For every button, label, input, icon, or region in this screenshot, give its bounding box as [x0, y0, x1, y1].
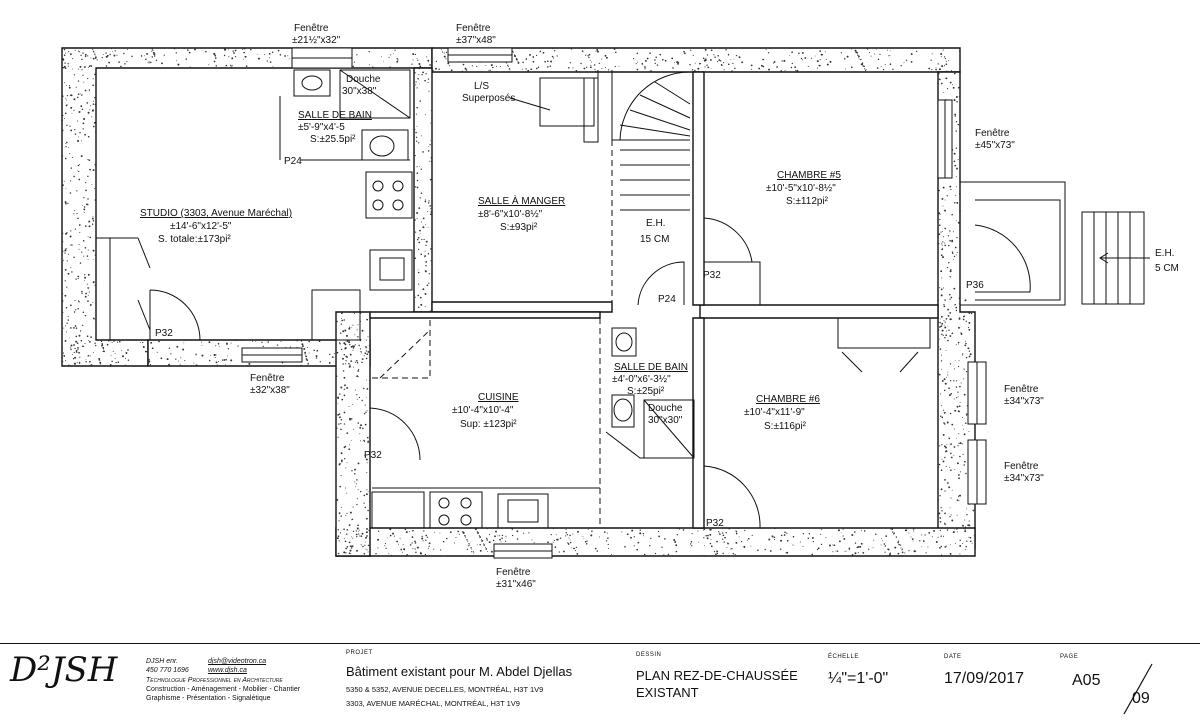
- door-tag-p24-b: P24: [658, 294, 676, 305]
- window-6-label: Fenêtre: [1004, 461, 1039, 472]
- eh2-label: E.H.: [1155, 248, 1174, 259]
- eh2-value: 5 CM: [1155, 263, 1179, 274]
- window-3-label: Fenêtre: [975, 128, 1010, 139]
- projet-title: Bâtiment existant pour M. Abdel Djellas: [346, 664, 573, 679]
- projet-header: PROJET: [346, 650, 373, 656]
- sdb2-name: SALLE DE BAIN: [614, 362, 688, 373]
- douche1-dims: 30"x38": [342, 86, 377, 97]
- page-number: A05: [1072, 672, 1101, 689]
- door-p24-hall: [637, 261, 685, 306]
- salle-manger-dims: ±8'-6"x10'-8½": [478, 209, 543, 220]
- dessin-line-1: PLAN REZ-DE-CHAUSSÉE: [636, 668, 798, 683]
- douche2-name: Douche: [648, 403, 683, 414]
- door-p32-cuisine: [369, 407, 421, 461]
- window-3-size: ±45"x73": [975, 140, 1015, 151]
- firm-services-1: Construction - Aménagement - Mobilier - …: [146, 686, 301, 693]
- title-block: D²JSH DJSH enr. 450 770 1696 djsh@videot…: [0, 643, 1200, 720]
- page-slash: [1123, 663, 1153, 715]
- staircase: [583, 70, 691, 211]
- wall-texture: [61, 47, 976, 557]
- window-6-size: ±34"x73": [1004, 473, 1044, 484]
- window-2-label: Fenêtre: [456, 23, 491, 34]
- echelle-value: ¼"=1'-0": [828, 670, 889, 687]
- door-tag-p32-b: P32: [703, 270, 721, 281]
- window-1-size: ±21½"x32": [292, 35, 341, 46]
- cuisine-dims: ±10'-4"x10'-4": [452, 405, 514, 416]
- cuisine-name: CUISINE: [478, 392, 519, 403]
- window-5-size: ±34"x73": [1004, 396, 1044, 407]
- floor-plan: Fenêtre ±21½"x32" Fenêtre ±37"x48" Fenêt…: [61, 23, 1179, 590]
- studio-dims: ±14'-6"x12'-5": [170, 221, 232, 232]
- projet-address-2: 3303, AVENUE MARÉCHAL, MONTRÉAL, H3T 1V9: [346, 699, 520, 708]
- page-total: 09: [1132, 690, 1150, 707]
- door-p32-chambre6: [703, 465, 761, 529]
- dessin-header: DESSIN: [636, 652, 662, 658]
- sdb1-dims: ±5'-9"x4'-5: [298, 122, 345, 133]
- door-p36-entrance: [974, 224, 1031, 293]
- ls-label: L/S: [474, 81, 489, 92]
- salle-manger-name: SALLE À MANGER: [478, 194, 565, 207]
- entrance-steps: [1081, 211, 1150, 305]
- studio-area: S. totale:±173pi²: [158, 234, 231, 245]
- chambre5-name: CHAMBRE #5: [777, 170, 841, 181]
- douche1-name: Douche: [346, 74, 381, 85]
- door-tag-p24-a: P24: [284, 156, 302, 167]
- eh1-value: 15 CM: [640, 234, 669, 245]
- eh1-label: E.H.: [646, 218, 665, 229]
- firm-logo: D²JSH: [10, 650, 118, 690]
- door-p32-studio: [149, 289, 201, 341]
- sdb2-dims: ±4'-0"x6'-3½": [612, 374, 671, 385]
- door-tag-p32-a: P32: [155, 328, 173, 339]
- ls-label-2: Superposés: [462, 93, 515, 104]
- window-4-size: ±32"x38": [250, 385, 290, 396]
- chambre5-dims: ±10'-5"x10'-8½": [766, 183, 836, 194]
- door-p32-chambre5: [703, 217, 753, 263]
- window-5-label: Fenêtre: [1004, 384, 1039, 395]
- date-value: 17/09/2017: [944, 670, 1025, 687]
- door-tag-p32-d: P32: [706, 518, 724, 529]
- chambre5-area: S:±112pi²: [786, 196, 829, 207]
- salle-manger-area: S:±93pi²: [500, 222, 538, 233]
- door-tag-p32-c: P32: [364, 450, 382, 461]
- window-4-label: Fenêtre: [250, 373, 285, 384]
- door-tag-p36: P36: [966, 280, 984, 291]
- firm-services-2: Graphisme - Présentation - Signalétique: [146, 695, 271, 702]
- firm-email: djsh@videotron.ca: [208, 658, 267, 665]
- firm-tagline: Technologue Professionnel en Architectur…: [146, 677, 283, 684]
- page-header: PAGE: [1060, 654, 1079, 660]
- window-7-label: Fenêtre: [496, 567, 531, 578]
- windows: [241, 47, 987, 559]
- exterior-walls: [61, 47, 1066, 557]
- projet-address-1: 5350 & 5352, AVENUE DECELLES, MONTRÉAL, …: [346, 685, 544, 694]
- window-2-size: ±37"x48": [456, 35, 496, 46]
- cuisine-area: Sup: ±123pi²: [460, 419, 517, 430]
- douche2-dims: 30"x30": [648, 415, 683, 426]
- dessin-line-2: EXISTANT: [636, 685, 699, 700]
- chambre6-area: S:±116pi²: [764, 421, 807, 432]
- studio-name: STUDIO (3303, Avenue Maréchal): [140, 208, 292, 219]
- firm-web: www.djsh.ca: [208, 667, 247, 674]
- chambre6-dims: ±10'-4"x11'-9": [744, 407, 805, 418]
- chambre6-name: CHAMBRE #6: [756, 394, 820, 405]
- sdb1-area: S:±25.5pi²: [310, 134, 356, 145]
- window-1-label: Fenêtre: [294, 23, 329, 34]
- window-7-size: ±31"x46": [496, 579, 536, 590]
- fixtures: [96, 69, 1150, 529]
- doors: [149, 217, 1031, 529]
- sdb1-name: SALLE DE BAIN: [298, 110, 372, 121]
- firm-name: DJSH enr.: [146, 658, 179, 665]
- firm-phone: 450 770 1696: [146, 667, 189, 674]
- date-header: DATE: [944, 654, 962, 660]
- echelle-header: ÉCHELLE: [828, 654, 859, 660]
- sdb2-area: S:±25pi²: [627, 386, 665, 397]
